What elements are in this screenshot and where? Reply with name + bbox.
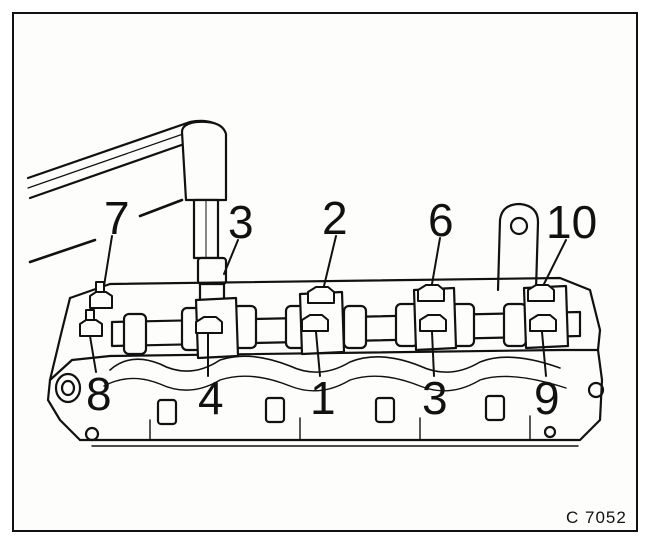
label-bolt-3: 3 (422, 372, 448, 424)
label-bolt-8: 8 (86, 368, 112, 420)
label-bolt-6: 6 (428, 194, 454, 246)
label-bolt-9: 9 (534, 372, 560, 424)
label-bolt-7: 7 (104, 192, 130, 244)
figure-code: C 7052 (566, 508, 627, 527)
leader-lines (89, 235, 567, 377)
bolts (79, 281, 557, 337)
torque-wrench (26, 119, 228, 306)
lifting-bracket (496, 202, 540, 292)
cylinder-head (46, 276, 605, 447)
label-bolt-3-tool: 3 (228, 196, 254, 248)
label-bolt-10: 10 (546, 196, 597, 248)
label-bolt-1: 1 (310, 372, 336, 424)
camshaft (110, 302, 582, 356)
label-bolt-2: 2 (322, 192, 348, 244)
bolt-number-labels: 7 3 2 6 10 8 4 1 3 9 (86, 192, 597, 424)
label-bolt-4: 4 (198, 372, 224, 424)
